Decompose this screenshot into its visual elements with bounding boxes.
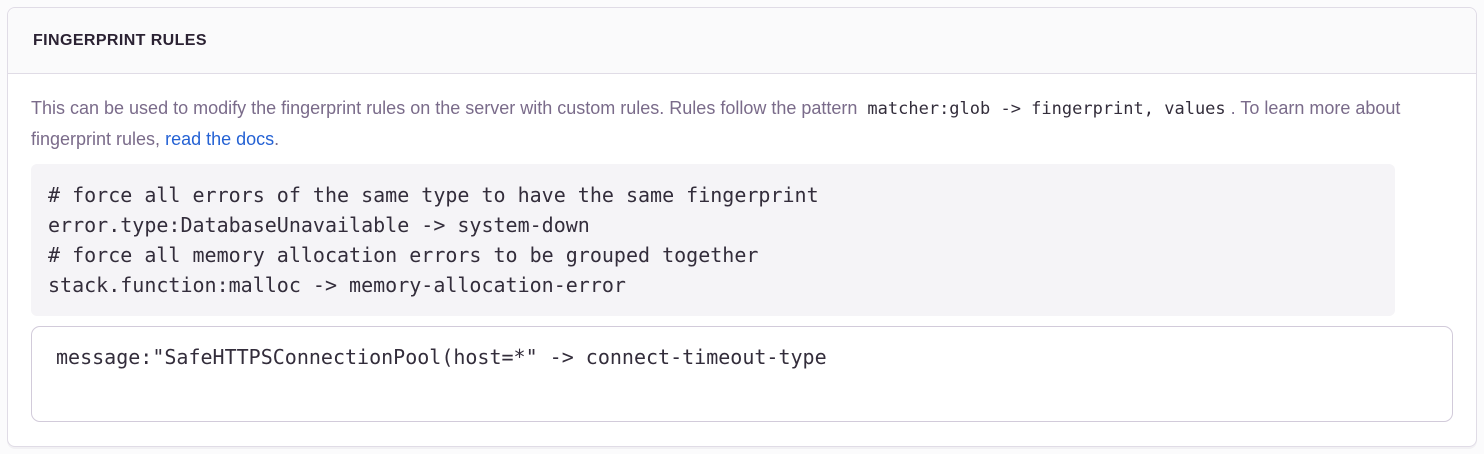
panel-body: This can be used to modify the fingerpri… — [8, 74, 1476, 449]
example-code-block: # force all errors of the same type to h… — [31, 164, 1395, 316]
fingerprint-rules-panel: FINGERPRINT RULES This can be used to mo… — [7, 7, 1477, 447]
panel-header: FINGERPRINT RULES — [8, 8, 1476, 74]
panel-title: FINGERPRINT RULES — [33, 31, 207, 49]
fingerprint-rules-textarea[interactable]: message:"SafeHTTPSConnectionPool(host=*"… — [31, 326, 1453, 422]
pattern-inline-code: matcher:glob -> fingerprint, values — [867, 99, 1226, 119]
description-text-end: . — [274, 129, 280, 149]
description: This can be used to modify the fingerpri… — [31, 93, 1453, 154]
description-text-middle: . To learn more about fingerprint rules, — [31, 98, 1401, 149]
read-the-docs-link[interactable]: read the docs — [165, 129, 275, 149]
description-text-start: This can be used to modify the fingerpri… — [31, 98, 858, 118]
